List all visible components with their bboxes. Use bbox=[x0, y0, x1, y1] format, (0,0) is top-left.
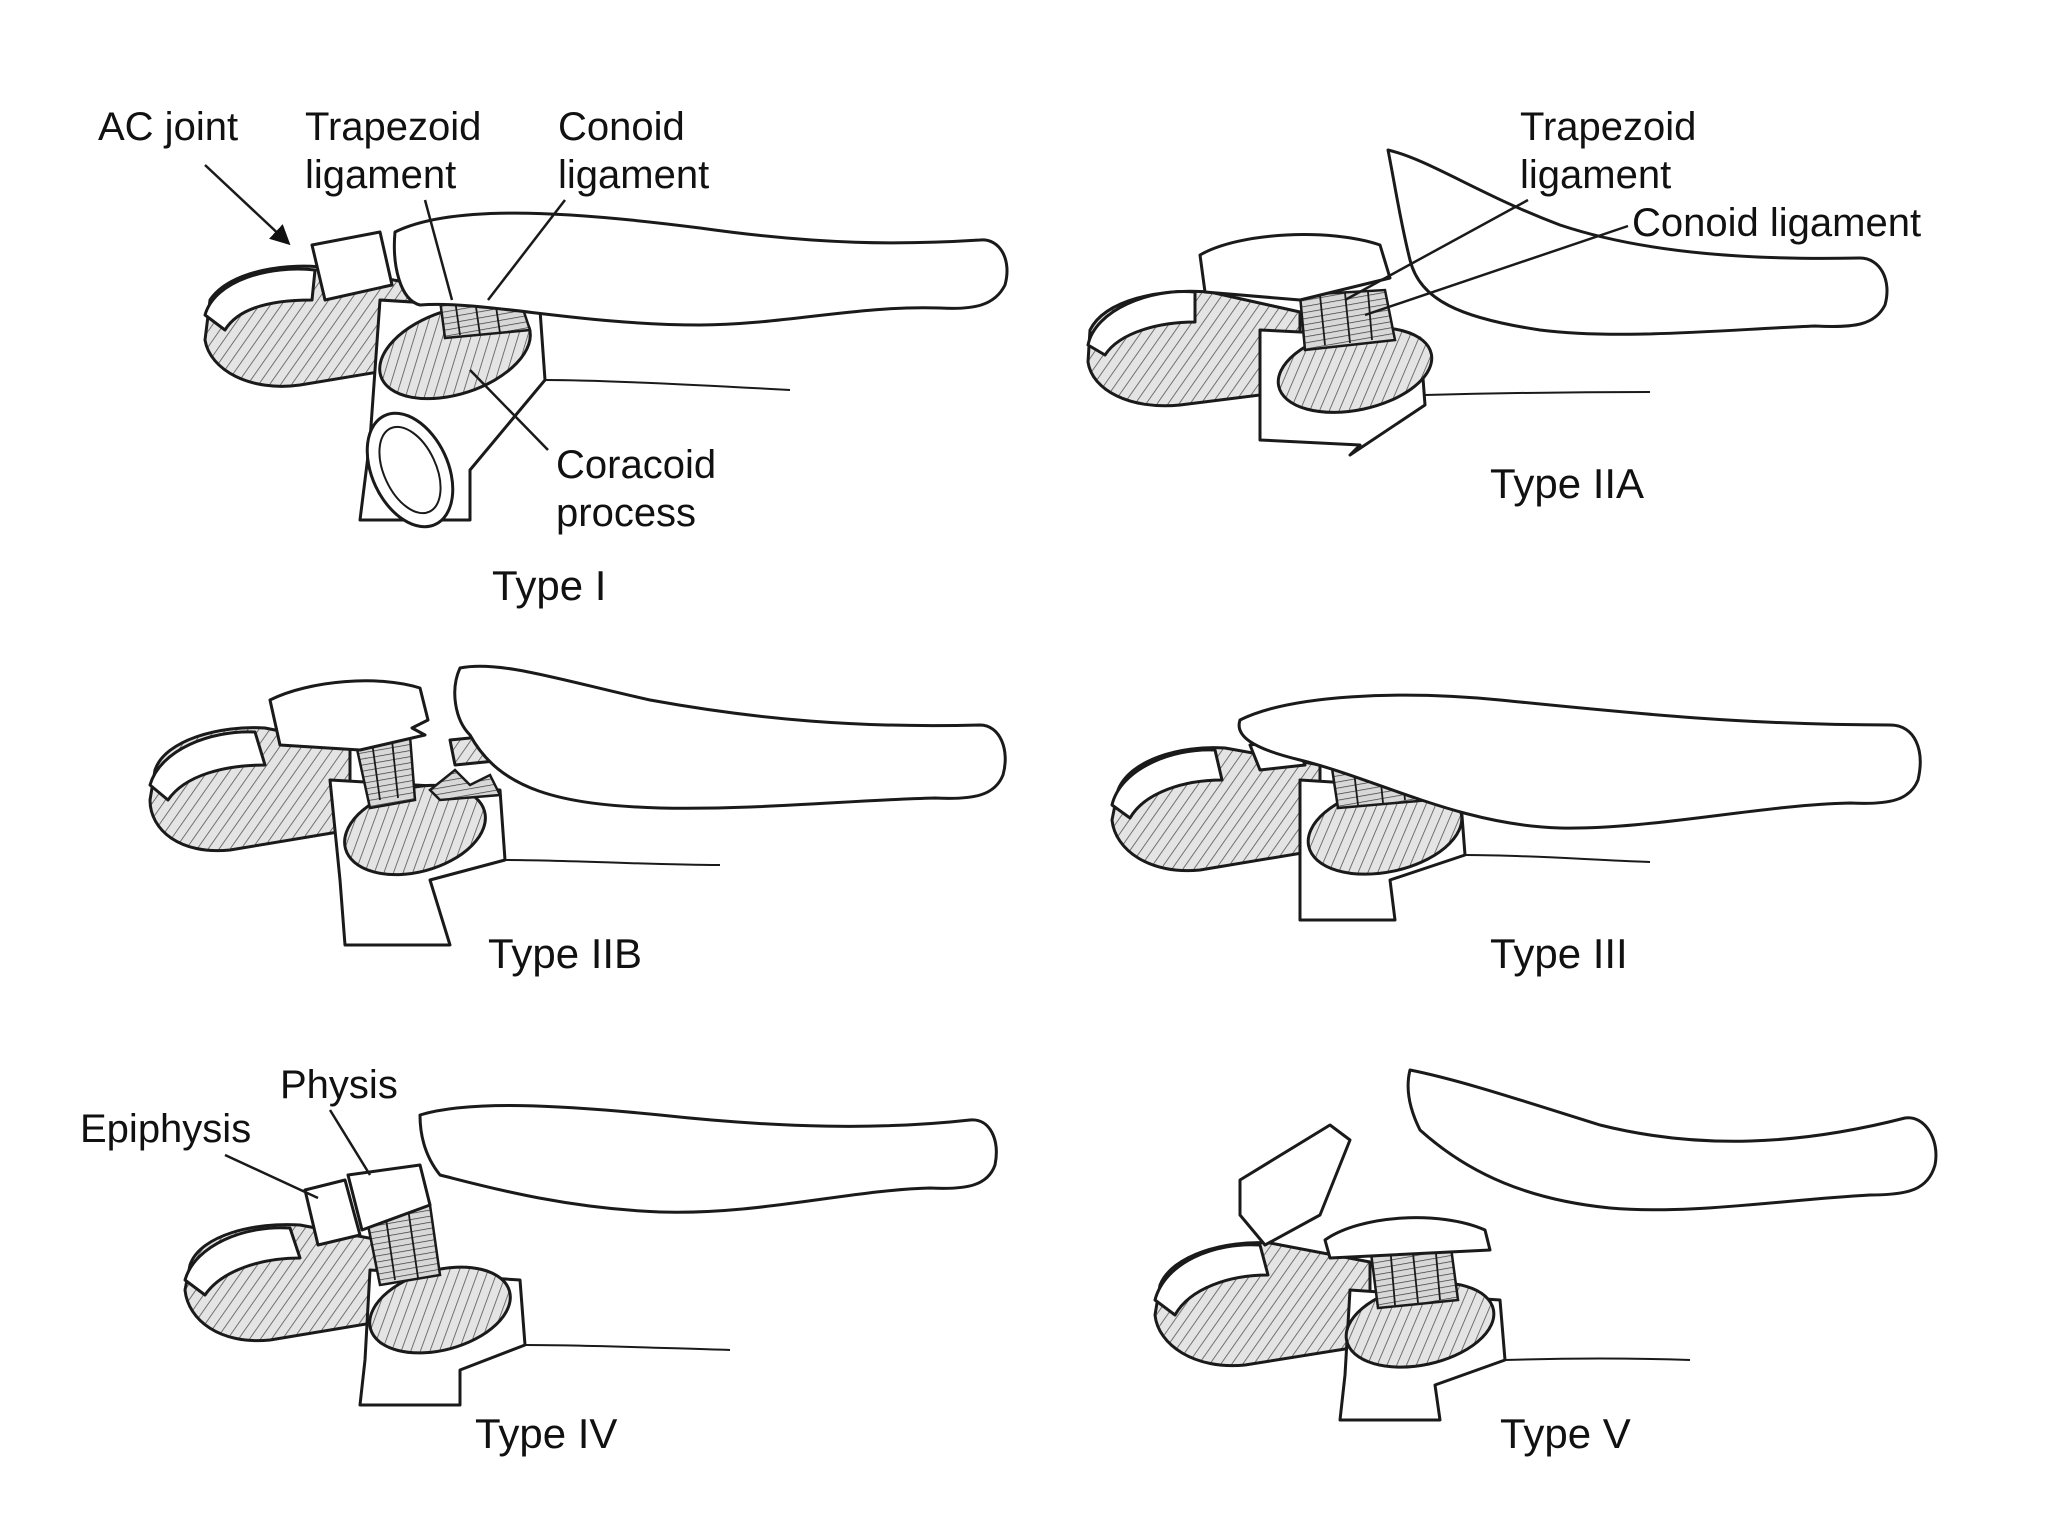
label-ac-joint: AC joint bbox=[98, 105, 238, 149]
label-conoid: Conoid ligament bbox=[1632, 201, 1921, 245]
clavicle bbox=[1386, 148, 1889, 336]
acromion-tip bbox=[1153, 1243, 1270, 1317]
label-conoid-2: ligament bbox=[558, 153, 709, 197]
periosteal-sleeve bbox=[1323, 1216, 1492, 1260]
clavicle bbox=[1406, 1068, 1938, 1212]
panel-type-5: Type V bbox=[1153, 1068, 1938, 1457]
distal-clavicle-fragment bbox=[268, 679, 430, 752]
caption-type-2a: Type IIA bbox=[1490, 460, 1644, 507]
clavicle bbox=[453, 664, 1007, 810]
humerus-section bbox=[365, 411, 455, 529]
clavicle bbox=[392, 211, 1009, 327]
clavicle bbox=[418, 1104, 998, 1214]
label-epiphysis: Epiphysis bbox=[80, 1107, 251, 1151]
acromion-tip bbox=[203, 267, 317, 332]
caption-type-4: Type IV bbox=[475, 1410, 617, 1457]
panel-type-4: Physis Epiphysis Type IV bbox=[80, 1063, 998, 1457]
distal-clavicle-fragment bbox=[1198, 233, 1392, 302]
panel-type-2a: Trapezoid ligament Conoid ligament Type … bbox=[1086, 105, 1921, 507]
label-trapezoid-2: ligament bbox=[305, 153, 456, 197]
label-coracoid-2: process bbox=[556, 491, 696, 535]
physis-fragment bbox=[346, 1163, 432, 1232]
label-trapezoid-1: Trapezoid bbox=[305, 105, 481, 149]
caption-type-5: Type V bbox=[1500, 1410, 1631, 1457]
acromion-tip bbox=[148, 730, 267, 802]
conoid-ligament-torn bbox=[428, 768, 502, 802]
caption-type-2b: Type IIB bbox=[488, 930, 642, 977]
acromion-tip bbox=[183, 1226, 302, 1297]
distal-clavicle-fragment bbox=[1238, 1123, 1352, 1247]
panel-type-3: Type III bbox=[1110, 693, 1922, 977]
label-conoid-1: Conoid bbox=[558, 105, 685, 149]
label-physis: Physis bbox=[280, 1063, 398, 1107]
distal-clavicle-tip bbox=[310, 230, 394, 302]
label-trapezoid-1: Trapezoid bbox=[1520, 105, 1696, 149]
epiphysis bbox=[303, 1178, 362, 1247]
label-trapezoid-2: ligament bbox=[1520, 153, 1671, 197]
caption-type-3: Type III bbox=[1490, 930, 1628, 977]
acromion-tip bbox=[1110, 748, 1224, 820]
acromion-tip bbox=[1086, 290, 1197, 357]
caption-type-1: Type I bbox=[492, 562, 606, 609]
arrow-ac-joint bbox=[204, 164, 291, 246]
panel-type-1: AC joint Trapezoid ligament Conoid ligam… bbox=[98, 105, 1009, 609]
label-coracoid-1: Coracoid bbox=[556, 443, 716, 487]
clavicle bbox=[1237, 693, 1922, 830]
panel-type-2b: Type IIB bbox=[148, 664, 1007, 977]
